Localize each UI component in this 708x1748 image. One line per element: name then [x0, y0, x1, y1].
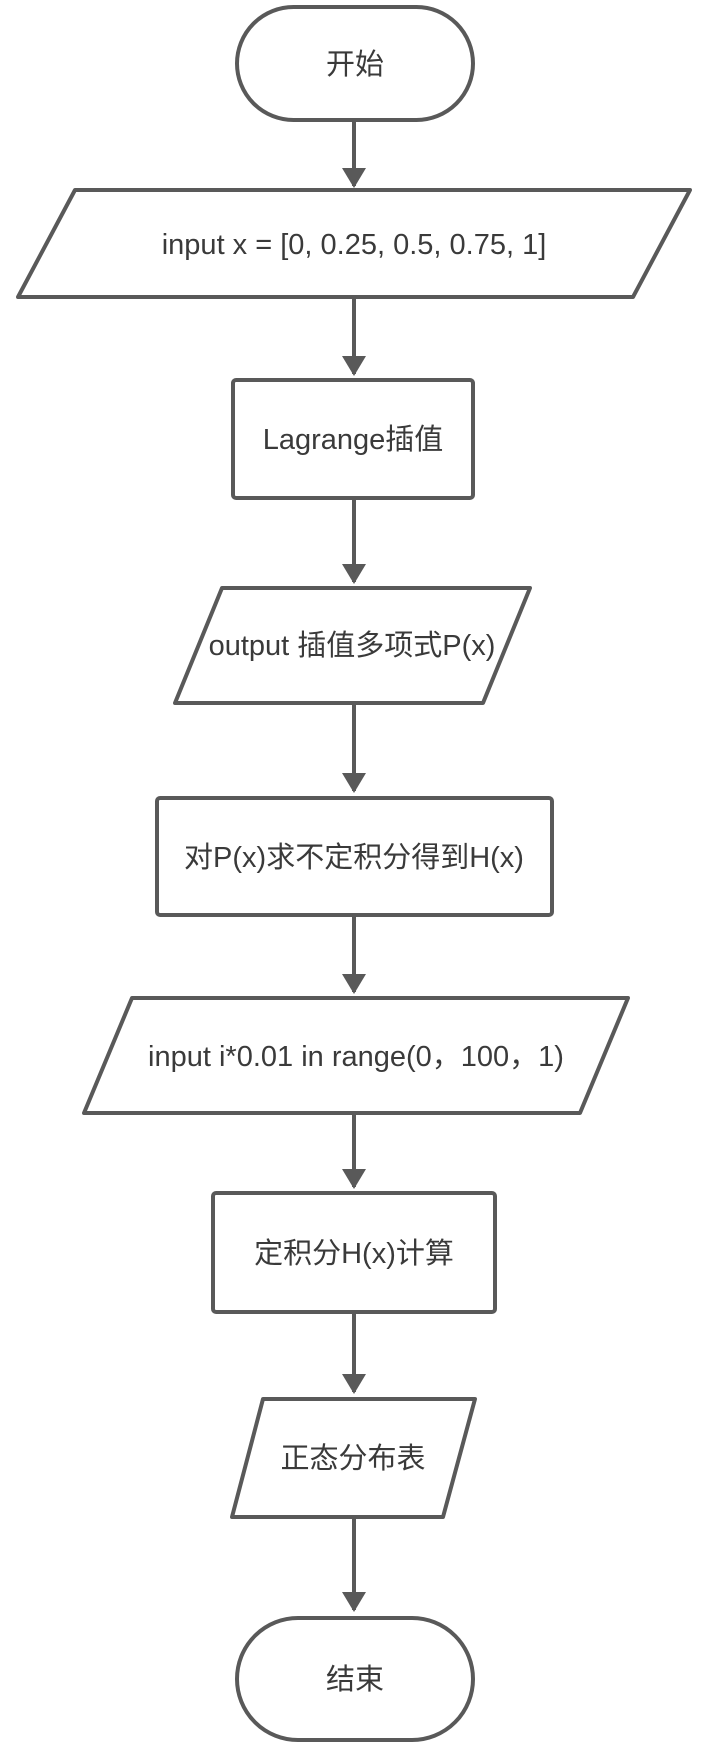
- node-indefinite-integral-label: 对P(x)求不定积分得到H(x): [184, 841, 524, 874]
- node-input-x: input x = [0, 0.25, 0.5, 0.75, 1]: [16, 188, 692, 299]
- node-output-poly: output 插值多项式P(x): [173, 586, 532, 705]
- node-indefinite-integral: 对P(x)求不定积分得到H(x): [155, 796, 554, 917]
- node-end: 结束: [235, 1616, 475, 1742]
- node-output-poly-label: output 插值多项式P(x): [209, 629, 496, 662]
- node-lagrange-label: Lagrange插值: [263, 423, 444, 456]
- io-parallelogram-shape: [82, 996, 630, 1115]
- terminator-shape: [235, 5, 475, 122]
- io-parallelogram-shape: [173, 586, 532, 705]
- io-parallelogram-shape: [230, 1397, 477, 1519]
- node-input-x-label: input x = [0, 0.25, 0.5, 0.75, 1]: [162, 229, 547, 261]
- node-lagrange: Lagrange插值: [231, 378, 475, 500]
- terminator-shape: [235, 1616, 475, 1742]
- node-definite-integral: 定积分H(x)计算: [211, 1191, 497, 1314]
- process-rect-shape: [211, 1191, 497, 1314]
- process-rect-shape: [155, 796, 554, 917]
- node-start-label: 开始: [326, 48, 384, 81]
- node-start: 开始: [235, 5, 475, 122]
- node-input-i-label: input i*0.01 in range(0，100，1): [148, 1041, 564, 1073]
- process-rect-shape: [231, 378, 475, 500]
- node-definite-integral-label: 定积分H(x)计算: [254, 1237, 454, 1270]
- io-parallelogram-shape: [16, 188, 692, 299]
- node-normal-table-label: 正态分布表: [280, 1442, 425, 1475]
- node-input-i: input i*0.01 in range(0，100，1): [82, 996, 630, 1115]
- node-normal-table: 正态分布表: [230, 1397, 477, 1519]
- node-end-label: 结束: [326, 1663, 384, 1696]
